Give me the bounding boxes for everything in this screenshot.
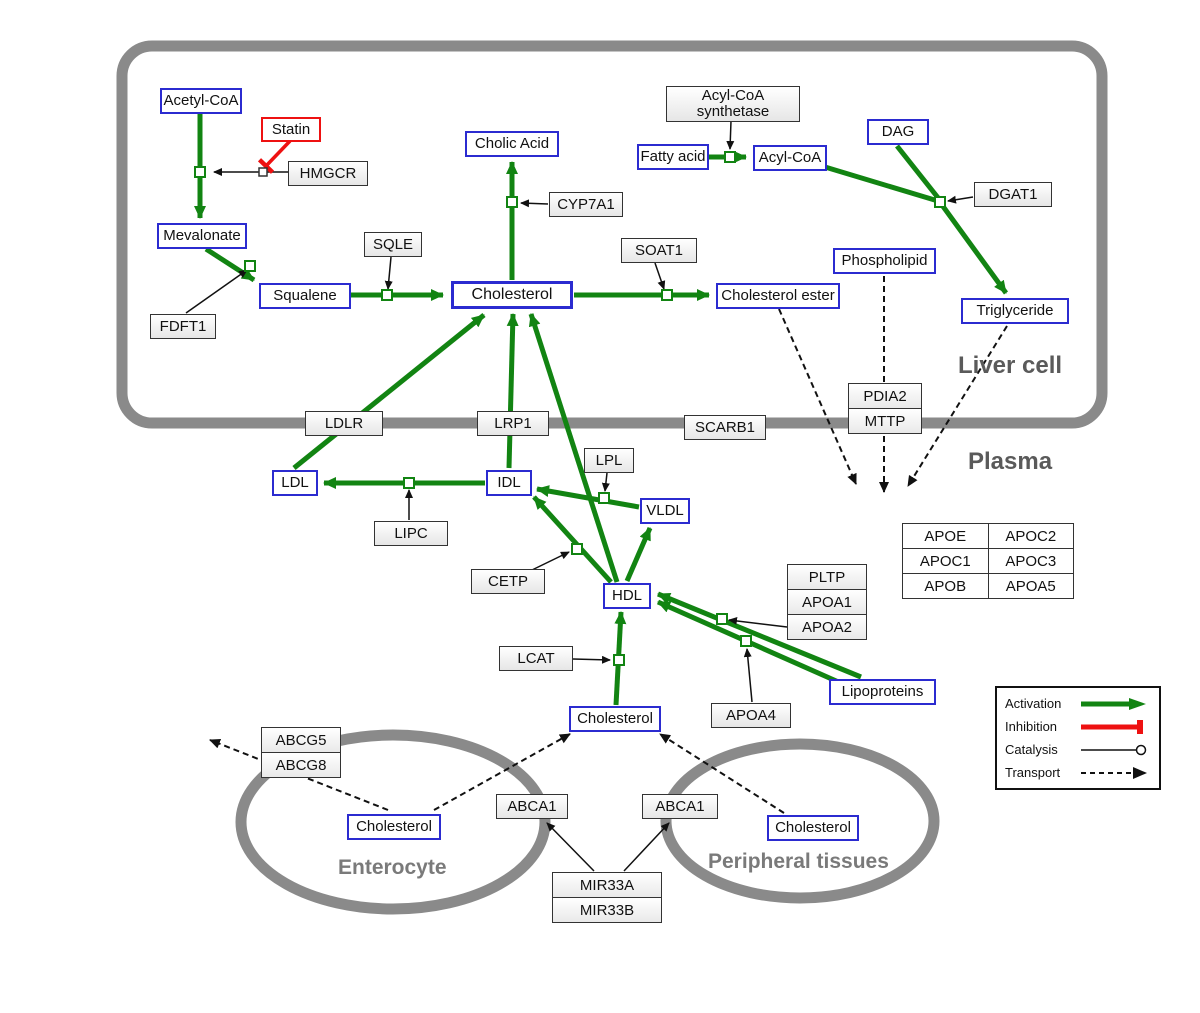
node-cholesterol-liver[interactable]: Cholesterol (451, 281, 573, 309)
node-lrp1[interactable]: LRP1 (477, 411, 549, 436)
legend-activation-label: Activation (1005, 696, 1062, 711)
node-squalene[interactable]: Squalene (259, 283, 351, 309)
node-idl[interactable]: IDL (486, 470, 532, 496)
activation-arrow-icon (1081, 697, 1146, 710)
node-cholesterol-plasma[interactable]: Cholesterol (569, 706, 661, 732)
node-cholesterol-ester[interactable]: Cholesterol ester (716, 283, 840, 309)
stack-pdia2-mttp: PDIA2 MTTP (848, 383, 922, 434)
stack-pltp-apoa1-apoa2: PLTP APOA1 APOA2 (787, 564, 867, 640)
activation-edges (194, 114, 1009, 706)
node-abcg5[interactable]: ABCG5 (262, 728, 340, 752)
peripheral-tissues-membrane (660, 738, 940, 904)
legend: Activation Inhibition Catalysis Transpor… (995, 686, 1161, 790)
node-apoc3[interactable]: APOC3 (988, 549, 1073, 573)
apolipoprotein-table: APOE APOC2 APOC1 APOC3 APOB APOA5 (902, 523, 1074, 599)
node-mir33b[interactable]: MIR33B (553, 897, 661, 922)
process-node-squares (194, 151, 946, 666)
compartment-membranes (116, 40, 1108, 915)
node-acetyl-coa[interactable]: Acetyl-CoA (160, 88, 242, 114)
enterocyte-label: Enterocyte (338, 856, 447, 879)
transport-dashed-arrow-icon (1081, 766, 1147, 779)
node-apoa4[interactable]: APOA4 (711, 703, 791, 728)
stack-mir33a-mir33b: MIR33A MIR33B (552, 872, 662, 923)
node-lipoproteins[interactable]: Lipoproteins (829, 679, 936, 705)
legend-row-inhibition: Inhibition (1005, 719, 1151, 735)
node-fdft1[interactable]: FDFT1 (150, 314, 216, 339)
node-vldl[interactable]: VLDL (640, 498, 690, 524)
node-hmgcr[interactable]: HMGCR (288, 161, 368, 186)
node-apoc1[interactable]: APOC1 (903, 549, 988, 573)
node-lipc[interactable]: LIPC (374, 521, 448, 546)
node-phospholipid[interactable]: Phospholipid (833, 248, 936, 274)
catalysis-edges (185, 120, 974, 872)
liver-cell-membrane (116, 40, 1108, 429)
node-pdia2[interactable]: PDIA2 (849, 384, 921, 408)
node-ldlr[interactable]: LDLR (305, 411, 383, 436)
node-pltp[interactable]: PLTP (788, 565, 866, 589)
node-scarb1[interactable]: SCARB1 (684, 415, 766, 440)
legend-inhibition-label: Inhibition (1005, 719, 1058, 734)
node-acyl-coa[interactable]: Acyl-CoA (753, 145, 827, 171)
enterocyte-membrane (235, 729, 551, 915)
node-apoa5[interactable]: APOA5 (988, 574, 1073, 598)
node-cetp[interactable]: CETP (471, 569, 545, 594)
node-cholesterol-enterocyte[interactable]: Cholesterol (347, 814, 441, 840)
catalysis-circle-icon (1081, 744, 1147, 755)
node-lpl[interactable]: LPL (584, 448, 634, 473)
legend-row-activation: Activation (1005, 696, 1151, 712)
node-acyl-coa-synthetase[interactable]: Acyl-CoA synthetase (666, 86, 800, 122)
legend-catalysis-label: Catalysis (1005, 742, 1058, 757)
hmgcr-anchor-square (258, 167, 268, 177)
node-soat1[interactable]: SOAT1 (621, 238, 697, 263)
node-apoc2[interactable]: APOC2 (988, 524, 1073, 548)
node-hdl[interactable]: HDL (603, 583, 651, 609)
plasma-label: Plasma (968, 448, 1053, 475)
node-cholesterol-peripheral[interactable]: Cholesterol (767, 815, 859, 841)
legend-row-catalysis: Catalysis (1005, 742, 1151, 758)
node-cyp7a1[interactable]: CYP7A1 (549, 192, 623, 217)
liver-cell-label: Liver cell (958, 352, 1063, 379)
node-lcat[interactable]: LCAT (499, 646, 573, 671)
node-dag[interactable]: DAG (867, 119, 929, 145)
node-sqle[interactable]: SQLE (364, 232, 422, 257)
node-mir33a[interactable]: MIR33A (553, 873, 661, 897)
node-apoa2[interactable]: APOA2 (788, 614, 866, 639)
legend-transport-label: Transport (1005, 765, 1061, 780)
node-apoe[interactable]: APOE (903, 524, 988, 548)
node-dgat1[interactable]: DGAT1 (974, 182, 1052, 207)
node-apoa1[interactable]: APOA1 (788, 589, 866, 614)
inhibition-tbar-icon (1081, 719, 1143, 734)
node-statin[interactable]: Statin (261, 117, 321, 142)
inhibition-edge (257, 139, 292, 174)
legend-row-transport: Transport (1005, 765, 1151, 781)
stack-abcg5-abcg8: ABCG5 ABCG8 (261, 727, 341, 778)
node-fatty-acid[interactable]: Fatty acid (637, 144, 709, 170)
node-abca1-peripheral[interactable]: ABCA1 (642, 794, 718, 819)
node-ldl[interactable]: LDL (272, 470, 318, 496)
node-mevalonate[interactable]: Mevalonate (157, 223, 247, 249)
node-triglyceride[interactable]: Triglyceride (961, 298, 1069, 324)
node-abca1-enterocyte[interactable]: ABCA1 (496, 794, 568, 819)
node-apob[interactable]: APOB (903, 574, 988, 598)
node-abcg8[interactable]: ABCG8 (262, 752, 340, 777)
node-mttp[interactable]: MTTP (849, 408, 921, 433)
peripheral-tissues-label: Peripheral tissues (708, 850, 889, 873)
node-cholic-acid[interactable]: Cholic Acid (465, 131, 559, 157)
